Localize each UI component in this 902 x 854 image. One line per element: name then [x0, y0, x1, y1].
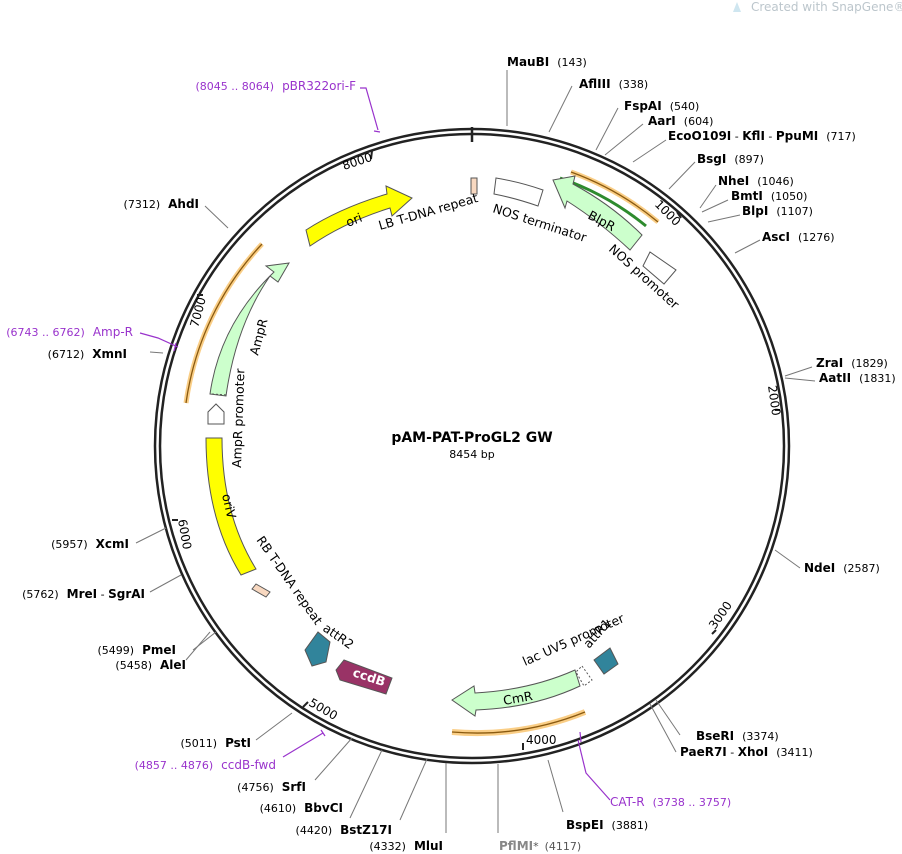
primer-amp-r[interactable]: (6743 .. 6762)Amp-R [6, 325, 133, 339]
site-connector-lines [135, 70, 816, 833]
site-aar-i[interactable]: AarI(604) [648, 114, 713, 128]
primer-labels: (8045 .. 8064)pBR322ori-F (6743 .. 6762)… [6, 79, 731, 809]
site-bse-ri[interactable]: BseRI(3374) [696, 729, 779, 743]
snapgene-watermark: Created with SnapGene® [733, 0, 902, 14]
site-afl-iii[interactable]: AflIII(338) [579, 77, 648, 91]
label-cmr: CmR [502, 688, 534, 708]
site-labels-right: MauBI(143) AflIII(338) FspAI(540) AarI(6… [499, 55, 896, 853]
site-nde-i[interactable]: NdeI(2587) [804, 561, 880, 575]
label-ori: ori [344, 210, 365, 230]
site-paer7i[interactable]: PaeR7I - XhoI(3411) [680, 745, 813, 759]
tick-label-2000: 2000 [765, 384, 783, 416]
label-oriv: oriV [219, 492, 239, 520]
site-ale-i[interactable]: (5458)AleI [115, 658, 186, 672]
features [205, 175, 677, 717]
feature-rb-repeat [251, 583, 271, 598]
feature-ampr [209, 262, 290, 397]
site-zra-i[interactable]: ZraI(1829) [816, 356, 888, 370]
feature-attr2 [304, 631, 331, 667]
site-mau-bi[interactable]: MauBI(143) [507, 55, 587, 69]
label-nos-promoter: NOS promoter [606, 241, 683, 312]
ampr-dashed-end [211, 393, 229, 396]
label-ampr-promoter: AmpR promoter [229, 367, 247, 468]
feature-oriv [205, 437, 257, 576]
site-mre-i[interactable]: (5762)MreI - SgrAI [22, 587, 145, 601]
feature-attr1 [593, 647, 619, 675]
orf-arcs [183, 169, 660, 737]
tick-label-8000: 8000 [341, 150, 374, 173]
site-asc-i[interactable]: AscI(1276) [762, 230, 835, 244]
tick-label-6000: 6000 [175, 518, 194, 551]
watermark-text: Created with SnapGene® [751, 0, 902, 14]
feature-ccdb [335, 659, 393, 695]
site-bsp-ei[interactable]: BspEI(3881) [566, 818, 648, 832]
feature-ampr-promoter [207, 403, 225, 425]
feature-ori [305, 185, 413, 247]
site-fsp-ai[interactable]: FspAI(540) [624, 99, 699, 113]
primer-cat-r[interactable]: CAT-R(3738 .. 3757) [610, 795, 731, 809]
site-eco-o109i[interactable]: EcoO109I - KflI - PpuMI(717) [668, 129, 856, 143]
feature-nos-promoter [642, 251, 677, 285]
label-nos-terminator: NOS terminator [491, 201, 589, 246]
feature-nos-terminator [493, 177, 544, 207]
tick-label-1000: 1000 [652, 197, 683, 228]
site-labels-left: (4332)MluI (4420)BstZ17I (4610)BbvCI (47… [22, 197, 443, 853]
tick-label-3000: 3000 [706, 599, 735, 632]
tick-label-4000: 4000 [526, 733, 557, 747]
site-xmn-i[interactable]: (6712)XmnI [48, 347, 127, 361]
site-bmt-i[interactable]: BmtI(1050) [731, 189, 807, 203]
primer-ccdb-fwd[interactable]: (4857 .. 4876)ccdB-fwd [135, 758, 276, 772]
plasmid-backbone [153, 127, 791, 765]
feature-bipr [552, 175, 643, 251]
plasmid-name: pAM-PAT-ProGL2 GW [391, 430, 552, 446]
snapgene-logo-icon [733, 2, 741, 12]
site-srf-i[interactable]: (4756)SrfI [237, 780, 306, 794]
primer-marks [139, 87, 611, 801]
site-ahd-i[interactable]: (7312)AhdI [124, 197, 199, 211]
scale-ticks [172, 150, 780, 750]
site-bst-z17i[interactable]: (4420)BstZ17I [296, 823, 392, 837]
site-mlu-i[interactable]: (4332)MluI [369, 839, 443, 853]
site-bsg-i[interactable]: BsgI(897) [697, 152, 764, 166]
label-rb-repeat: RB T-DNA repeat [254, 533, 326, 627]
site-pst-i[interactable]: (5011)PstI [180, 736, 251, 750]
site-xcm-i[interactable]: (5957)XcmI [51, 537, 129, 551]
site-pme-i[interactable]: (5499)PmeI [98, 643, 176, 657]
site-bbv-ci[interactable]: (4610)BbvCI [260, 801, 343, 815]
plasmid-length: 8454 bp [449, 448, 494, 461]
site-nhe-i[interactable]: NheI(1046) [718, 174, 794, 188]
label-ampr: AmpR [246, 317, 270, 357]
feature-cmr [451, 669, 581, 717]
primer-pbr322ori-f[interactable]: (8045 .. 8064)pBR322ori-F [196, 79, 357, 93]
plasmid-title: pAM-PAT-ProGL2 GW 8454 bp [391, 430, 552, 461]
feature-lb-repeat [470, 177, 478, 195]
site-pfl-mi[interactable]: PflMI*(4117) [499, 839, 581, 853]
site-blp-i[interactable]: BlpI(1107) [742, 204, 813, 218]
feature-lacuv5 [575, 665, 593, 687]
site-aat-ii[interactable]: AatII(1831) [819, 371, 896, 385]
